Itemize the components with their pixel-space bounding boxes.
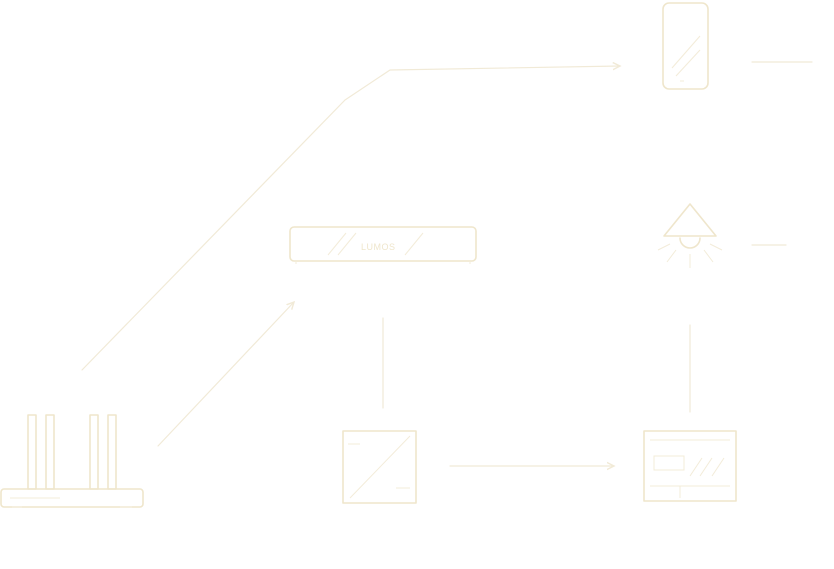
light-bulb-icon: [657, 203, 723, 268]
connector-router-gateway: [157, 302, 294, 447]
gateway-hub-icon: LUMOS: [289, 226, 477, 264]
gateway-label: LUMOS: [361, 242, 396, 252]
controller-box-icon: [342, 430, 417, 504]
wifi-router-icon: [0, 414, 144, 508]
smartphone-icon: [662, 2, 709, 90]
connector-router-to-phone: [81, 66, 620, 371]
energy-meter-icon: [643, 430, 737, 502]
